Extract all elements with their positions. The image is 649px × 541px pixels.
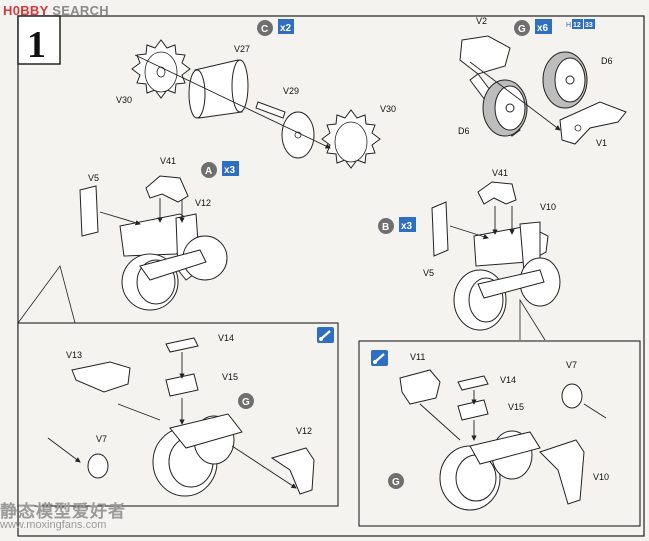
detail-box-right xyxy=(358,340,641,527)
label-v12-a: V12 xyxy=(195,198,211,208)
watermark-top: H0BBY SEARCH xyxy=(3,3,109,18)
label-v7-b: V7 xyxy=(566,360,577,370)
plate-v5-b xyxy=(431,201,449,257)
suspension-assembly-b xyxy=(431,181,561,331)
label-v14-b: V14 xyxy=(500,375,516,385)
wheel-d6-bottom xyxy=(482,79,528,137)
detail-right-parts xyxy=(399,369,585,511)
svg-text:12: 12 xyxy=(573,22,581,29)
part-v14-b xyxy=(457,375,489,391)
svg-text:G: G xyxy=(242,397,250,408)
arm-v1 xyxy=(559,101,627,145)
svg-text:G: G xyxy=(392,477,400,488)
svg-text:x3: x3 xyxy=(401,221,413,232)
callout-g: G x6 H 12 33 xyxy=(514,19,595,36)
brush-icon-left xyxy=(317,327,334,343)
svg-text:33: 33 xyxy=(585,22,593,29)
label-d6-bottom: D6 xyxy=(458,126,470,136)
suspension-assembly-a xyxy=(79,175,228,311)
label-v30-right: V30 xyxy=(380,104,396,114)
label-v10-b: V10 xyxy=(593,472,609,482)
part-v14-a xyxy=(165,337,199,353)
label-v12-b: V12 xyxy=(296,426,312,436)
part-v7-a xyxy=(87,453,109,479)
hub-v27 xyxy=(188,59,249,119)
callout-c-qty-box xyxy=(278,19,294,34)
part-v7-b xyxy=(561,383,583,409)
svg-text:G: G xyxy=(518,24,526,35)
part-v10-b xyxy=(539,439,585,505)
label-v5-b: V5 xyxy=(423,268,434,278)
svg-text:x2: x2 xyxy=(280,23,292,34)
svg-text:A: A xyxy=(205,166,212,177)
svg-text:x6: x6 xyxy=(537,23,549,34)
plate-v5-a xyxy=(79,185,99,237)
label-v29: V29 xyxy=(283,86,299,96)
callout-c: C x2 xyxy=(257,19,294,36)
wheel-d6-top xyxy=(542,51,588,109)
label-v7-a: V7 xyxy=(96,434,107,444)
clip-v41-a xyxy=(145,175,189,203)
sprocket-v30-right xyxy=(321,109,381,169)
svg-text:H: H xyxy=(566,22,571,29)
label-v15-b: V15 xyxy=(508,402,524,412)
label-v11: V11 xyxy=(410,352,425,362)
svg-text:C: C xyxy=(261,24,268,35)
callout-a: A x3 xyxy=(201,161,239,178)
label-v13: V13 xyxy=(66,350,82,360)
brush-icon-right xyxy=(371,350,388,366)
watermark-bottom-cn: 静态模型爱好者 xyxy=(0,502,126,522)
step-number: 1 xyxy=(27,24,46,66)
diagram-border xyxy=(17,15,645,537)
label-d6-top: D6 xyxy=(601,56,613,66)
label-v15-a: V15 xyxy=(222,372,238,382)
svg-text:B: B xyxy=(382,222,389,233)
label-v27: V27 xyxy=(234,44,250,54)
detail-left-parts xyxy=(71,337,315,497)
callout-pointer-right xyxy=(519,298,546,341)
label-v10-a: V10 xyxy=(540,202,556,212)
label-v5-a: V5 xyxy=(88,173,99,183)
part-v13 xyxy=(71,361,131,393)
label-v41-b: V41 xyxy=(492,168,508,178)
label-v14-a: V14 xyxy=(218,333,234,343)
clip-v41-b xyxy=(477,181,517,205)
label-v2: V2 xyxy=(476,16,487,26)
step-number-box: 1 xyxy=(17,15,61,66)
callout-g-detail-left: G xyxy=(238,393,254,409)
sprocket-v30-left xyxy=(131,39,191,99)
shaft-v29 xyxy=(255,101,286,119)
callout-b: B x3 xyxy=(378,217,416,234)
callout-g-detail-right: G xyxy=(388,473,404,489)
label-v41-a: V41 xyxy=(160,156,176,166)
callout-pointer-left xyxy=(17,265,76,324)
part-v11 xyxy=(399,369,441,405)
label-v30-left: V30 xyxy=(116,95,132,105)
svg-text:x3: x3 xyxy=(224,165,236,176)
callout-c-circle xyxy=(257,20,273,36)
watermark-bottom-url: www.moxingfans.com xyxy=(0,519,107,531)
part-v12-b xyxy=(270,447,315,495)
disc xyxy=(281,111,315,159)
label-v1: V1 xyxy=(596,138,607,148)
